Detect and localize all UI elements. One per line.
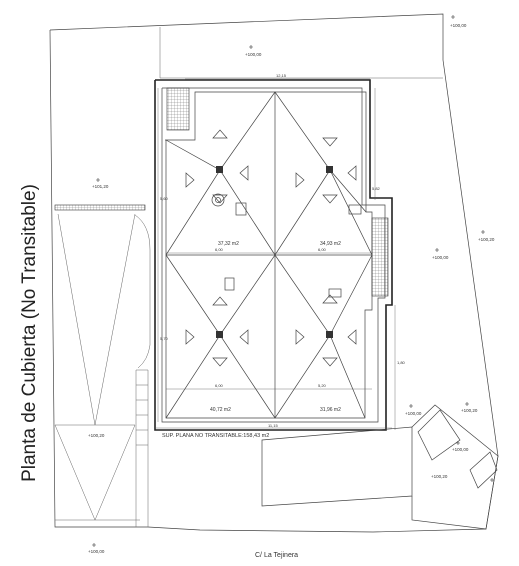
vent-icon xyxy=(348,204,362,215)
site-inner-line xyxy=(159,27,443,79)
dimension-label: 5,70 xyxy=(160,336,169,341)
building-outer-wall xyxy=(154,79,393,431)
chimney-icon xyxy=(215,197,221,203)
dimension-label: 6,00 xyxy=(215,383,224,388)
dimension-label: 6,00 xyxy=(215,247,224,252)
area-label: 37,32 m2 xyxy=(218,241,239,247)
building-inner-wall xyxy=(161,87,386,423)
vent-icon xyxy=(328,288,342,298)
dimension-label: 5,60 xyxy=(160,196,169,201)
drain-icon xyxy=(326,331,333,338)
hip-bottom-a xyxy=(165,254,373,336)
elevation-label: +100,00 xyxy=(245,52,262,57)
elevation-label: +100,00 xyxy=(405,411,422,416)
area-label: 34,93 m2 xyxy=(320,241,341,247)
drain-icon xyxy=(216,166,223,173)
skylight-right xyxy=(371,217,389,297)
elevation-crosses xyxy=(92,15,494,547)
elevation-markers: +100,00 +100,00 +101,20 +100,20 +100,00 … xyxy=(88,23,495,554)
dimension-label: 5,20 xyxy=(318,383,327,388)
left-wall-hatch xyxy=(54,204,146,211)
left-lower-slope xyxy=(54,424,136,521)
chimney-icon xyxy=(211,193,225,207)
skylight-top-left xyxy=(166,87,190,131)
roof-parapet xyxy=(165,91,373,419)
patio-rectangle xyxy=(261,426,413,507)
stair-outline xyxy=(135,369,149,527)
left-curve xyxy=(134,214,151,369)
area-label: 31,96 m2 xyxy=(320,407,341,413)
vent-icon xyxy=(224,277,235,291)
corner-stair xyxy=(417,409,461,461)
hip-bottom-b xyxy=(165,334,366,419)
drain-icon xyxy=(216,331,223,338)
elevation-label: +100,20 xyxy=(431,474,448,479)
corner-volume xyxy=(411,404,499,530)
vent-icon xyxy=(235,202,247,216)
flat-roof-summary: SUP. PLANA NO TRANSITABLE:158,43 m2 xyxy=(162,433,269,439)
elevation-label: +100,00 xyxy=(88,549,105,554)
elevation-label: +100,00 xyxy=(452,447,469,452)
slope-arrows xyxy=(185,129,357,367)
elevation-label: +100,20 xyxy=(461,408,478,413)
corner-box xyxy=(469,451,498,489)
dimension-label: 5,82 xyxy=(372,186,381,191)
site-boundary xyxy=(49,13,499,533)
area-label: 40,72 m2 xyxy=(210,407,231,413)
street-label: C/ La Tejinera xyxy=(255,552,298,559)
dimension-label: 11,15 xyxy=(268,423,278,428)
dimension-label: 12,15 xyxy=(276,73,287,78)
elevation-label: +100,00 xyxy=(432,255,449,260)
hip-top-a xyxy=(165,91,367,213)
dimension-label: 6,00 xyxy=(318,247,327,252)
drain-icon xyxy=(326,166,333,173)
dimension-label: 1,80 xyxy=(397,360,406,365)
elevation-label: +100,20 xyxy=(478,237,495,242)
elevation-label: +100,00 xyxy=(450,23,467,28)
left-slope-lines xyxy=(57,213,136,426)
elevation-label: +101,20 xyxy=(92,184,109,189)
elevation-label: +100,20 xyxy=(88,433,105,438)
